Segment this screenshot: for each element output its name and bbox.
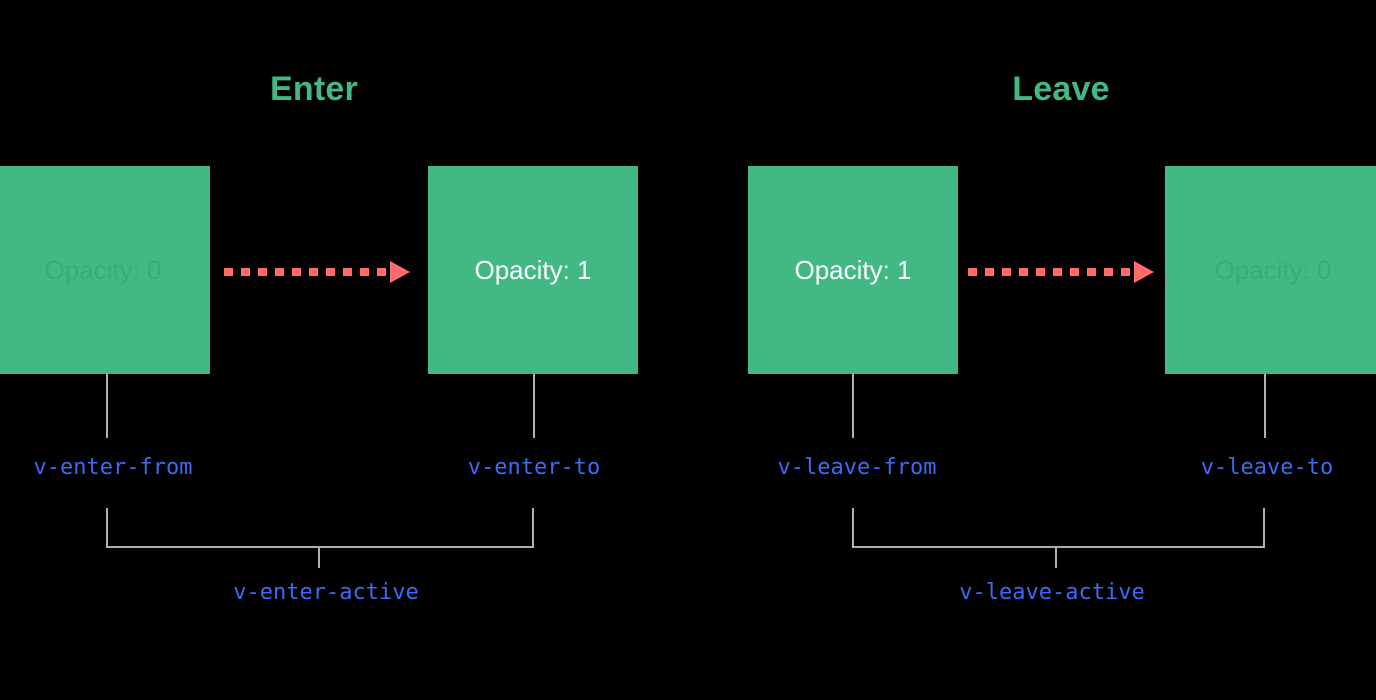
span-bracket-stem-enter-active [318,546,320,568]
transition-arrow-enter [224,261,410,283]
connector-tick-leave-to [1264,374,1266,438]
connector-tick-enter-from [106,374,108,438]
class-label-v-leave-active: v-leave-active [959,580,1145,605]
transition-arrow-leave [968,261,1154,283]
section-title-enter: Enter [270,70,358,108]
section-title-leave: Leave [1012,70,1110,108]
class-label-v-enter-active: v-enter-active [233,580,419,605]
arrow-head-icon [1134,261,1154,283]
arrow-head-icon [390,261,410,283]
connector-tick-enter-to [533,374,535,438]
state-box-label: Opacity: 0 [1214,255,1332,285]
state-box-enter-to: Opacity: 1 [428,166,638,374]
state-box-enter-from: Opacity: 0 [0,166,210,374]
span-bracket-enter-active [106,508,534,548]
span-bracket-stem-leave-active [1055,546,1057,568]
state-box-leave-from: Opacity: 1 [748,166,958,374]
state-box-label: Opacity: 0 [44,255,162,285]
dashed-line [968,268,1134,276]
class-label-v-leave-to: v-leave-to [1200,455,1334,480]
class-label-v-leave-from: v-leave-from [777,455,937,480]
dashed-line [224,268,390,276]
state-box-label: Opacity: 1 [474,255,592,285]
class-label-v-enter-to: v-enter-to [467,455,601,480]
state-box-leave-to: Opacity: 0 [1165,166,1376,374]
class-label-v-enter-from: v-enter-from [33,455,193,480]
state-box-label: Opacity: 1 [794,255,912,285]
connector-tick-leave-from [852,374,854,438]
span-bracket-leave-active [852,508,1265,548]
